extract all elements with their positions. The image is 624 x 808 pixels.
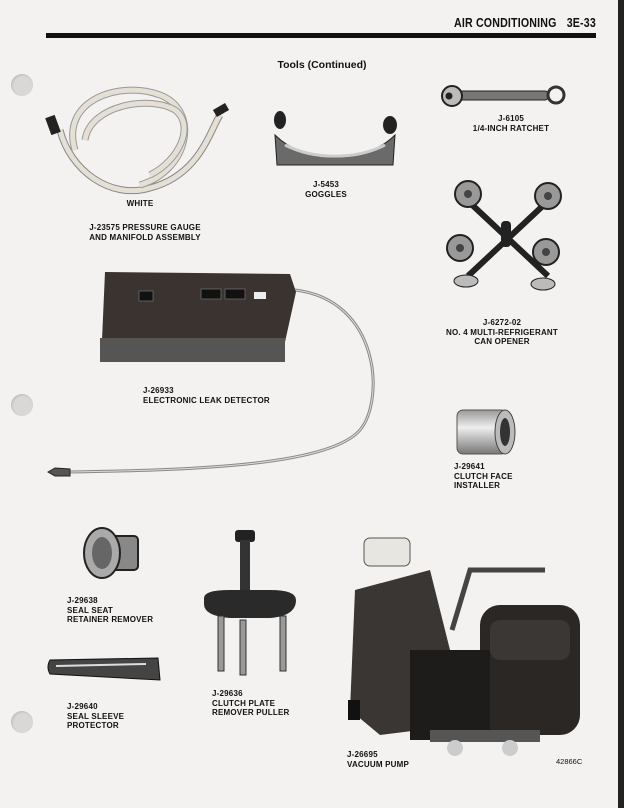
tool-name: VACUUM PUMP (347, 759, 410, 769)
caption-line: SEAL SEAT (67, 605, 113, 615)
tool-number: J-26933 (143, 386, 174, 395)
tool-number: J-6272-02 (482, 318, 522, 327)
caption-line: AND MANIFOLD ASSEMBLY (89, 232, 201, 242)
clutch-face-installer-image (456, 409, 516, 455)
binder-hole (11, 74, 33, 96)
page-edge-shadow (618, 0, 624, 808)
binder-hole (11, 394, 33, 416)
vacuum-pump-image (348, 537, 580, 756)
vacuum-pump-caption: J-26695 VACUUM PUMP (347, 750, 409, 769)
figure-id: 42866C (556, 757, 583, 766)
caption-line: J-23575 PRESSURE GAUGE (89, 223, 201, 232)
goggles-image (274, 111, 397, 166)
can-opener-image (446, 180, 562, 291)
caption-line: REMOVER PULLER (212, 708, 290, 717)
tool-number: J-26695 (347, 750, 378, 759)
ratchet-caption: J-6105 1/4-INCH RATCHET (446, 114, 576, 133)
seal-seat-remover-image (83, 527, 139, 579)
seal-sleeve-protector-image (47, 657, 161, 681)
tool-number: J-29640 (67, 702, 98, 711)
caption-line: INSTALLER (454, 481, 501, 490)
tool-name: 1/4-INCH RATCHET (472, 123, 550, 133)
binder-hole (11, 711, 33, 733)
caption-line: RETAINER REMOVER (67, 615, 154, 624)
tool-number: J-5453 (312, 180, 340, 189)
running-header: AIR CONDITIONING 3E-33 (444, 16, 596, 30)
manifold-caption: J-23575 PRESSURE GAUGE AND MANIFOLD ASSE… (60, 223, 230, 242)
tool-number: J-29638 (67, 596, 98, 605)
tool-name: GOGGLES (305, 189, 347, 199)
clutch-face-caption: J-29641 CLUTCH FACE INSTALLER (454, 462, 513, 491)
clutch-plate-puller-image (204, 530, 296, 676)
tool-number: J-29641 (454, 462, 485, 471)
tool-number: J-29636 (212, 689, 243, 698)
manifold-color-label: WHITE (126, 199, 154, 208)
page-number: 3E-33 (566, 16, 596, 30)
ratchet-image (441, 85, 566, 107)
header-rule (46, 33, 596, 38)
seal-seat-caption: J-29638 SEAL SEAT RETAINER REMOVER (67, 596, 153, 625)
puller-caption: J-29636 CLUTCH PLATE REMOVER PULLER (212, 689, 289, 718)
tool-name: ELECTRONIC LEAK DETECTOR (143, 395, 270, 405)
can-opener-caption: J-6272-02 NO. 4 MULTI-REFRIGERANT CAN OP… (432, 318, 572, 347)
caption-line: CAN OPENER (474, 337, 530, 346)
caption-line: CLUTCH FACE (454, 471, 513, 481)
tool-number: J-6105 (497, 114, 525, 123)
seal-sleeve-caption: J-29640 SEAL SLEEVE PROTECTOR (67, 702, 124, 731)
caption-line: SEAL SLEEVE (67, 711, 125, 721)
caption-line: CLUTCH PLATE (212, 698, 276, 708)
caption-line: PROTECTOR (67, 721, 119, 730)
leak-detector-caption: J-26933 ELECTRONIC LEAK DETECTOR (143, 386, 270, 405)
caption-line: NO. 4 MULTI-REFRIGERANT (445, 327, 558, 337)
section-title: AIR CONDITIONING (454, 16, 557, 30)
goggles-caption: J-5453 GOGGLES (276, 180, 376, 199)
page-title: Tools (Continued) (277, 59, 367, 71)
